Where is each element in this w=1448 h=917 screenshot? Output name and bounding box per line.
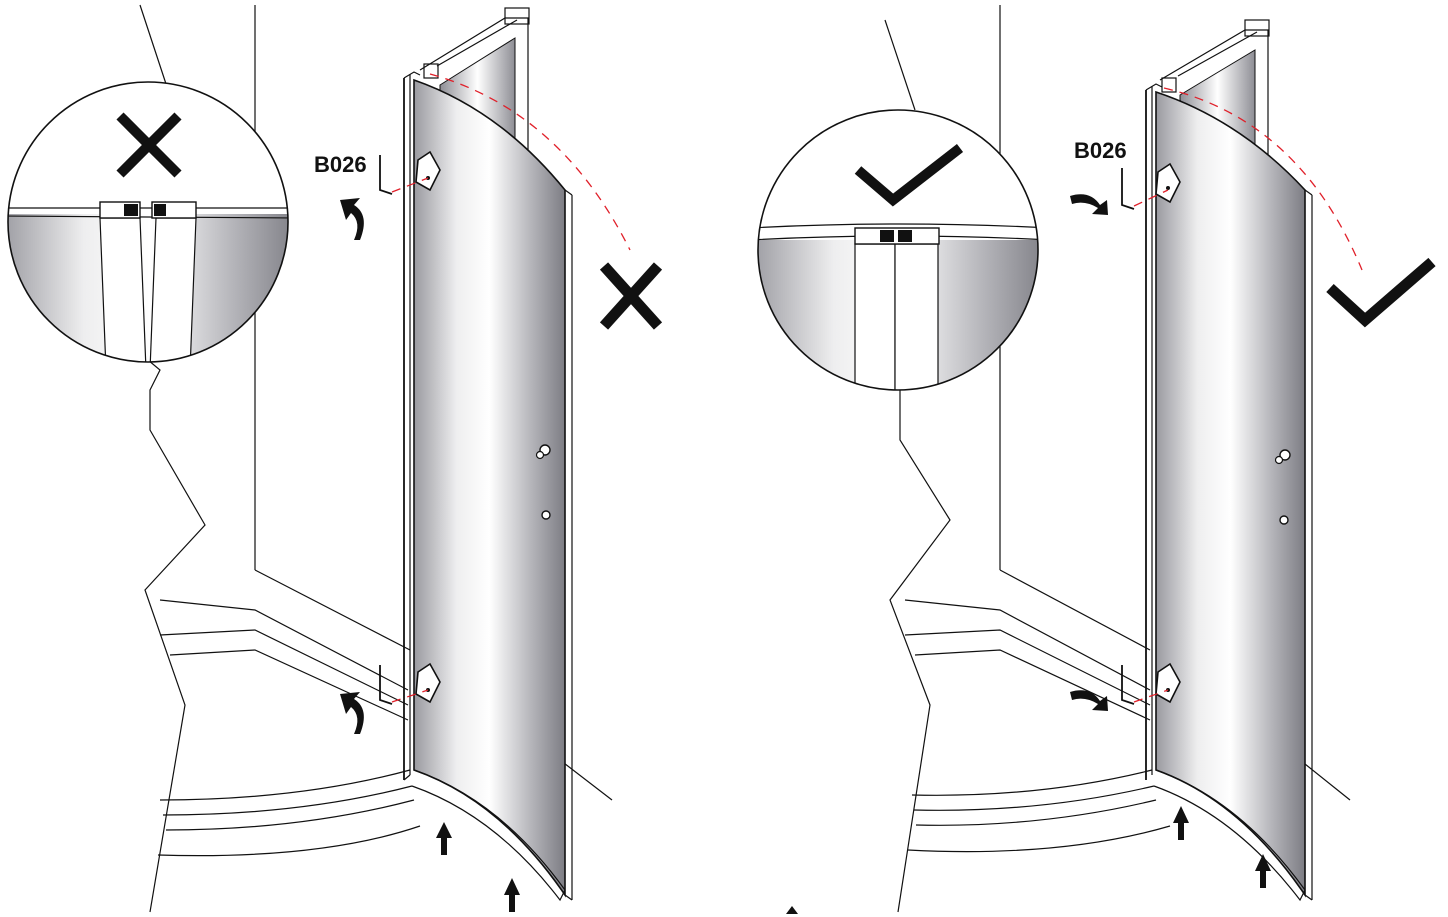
- hinge-top: [1155, 162, 1181, 204]
- stray-mark: [786, 906, 798, 914]
- up-arrow-icon: [504, 878, 520, 912]
- shower-tray: [904, 599, 1171, 853]
- tool-label: B026: [1074, 138, 1127, 163]
- up-arrow-icon: [1173, 806, 1189, 840]
- detail-callout-correct: [757, 109, 1039, 391]
- check-icon: [1326, 257, 1436, 328]
- rotate-arrow-icon: [340, 692, 364, 734]
- cross-icon: [599, 262, 663, 330]
- swing-arc-guide: [1163, 87, 1363, 271]
- up-arrow-icon: [1255, 854, 1271, 888]
- rotate-arrow-icon: [1070, 690, 1108, 711]
- cross-icon: [116, 112, 182, 178]
- allen-key-icon: [1121, 665, 1135, 705]
- rotate-arrow-icon: [1070, 194, 1108, 215]
- allen-key-icon: [379, 665, 393, 705]
- detail-callout-incorrect: [7, 81, 289, 363]
- rotate-arrow-icon: [340, 198, 364, 240]
- swing-arc-guide: [429, 73, 631, 251]
- bottom-seal: [411, 769, 566, 902]
- wall-profile: [403, 71, 421, 781]
- left-panel-incorrect: B026: [7, 4, 663, 913]
- shower-tray: [157, 599, 421, 857]
- allen-key-icon: [379, 155, 393, 195]
- curved-door-panel: [413, 78, 573, 901]
- curved-door-panel: [1155, 90, 1313, 901]
- bottom-seal: [1153, 769, 1306, 902]
- tool-label: B026: [314, 152, 367, 177]
- allen-key-icon: [1121, 168, 1135, 210]
- check-icon: [854, 144, 964, 207]
- wall-lines: [884, 5, 1351, 913]
- wall-profile: [1145, 83, 1163, 780]
- up-arrow-icon: [436, 822, 452, 855]
- right-panel-correct: B026: [757, 5, 1436, 913]
